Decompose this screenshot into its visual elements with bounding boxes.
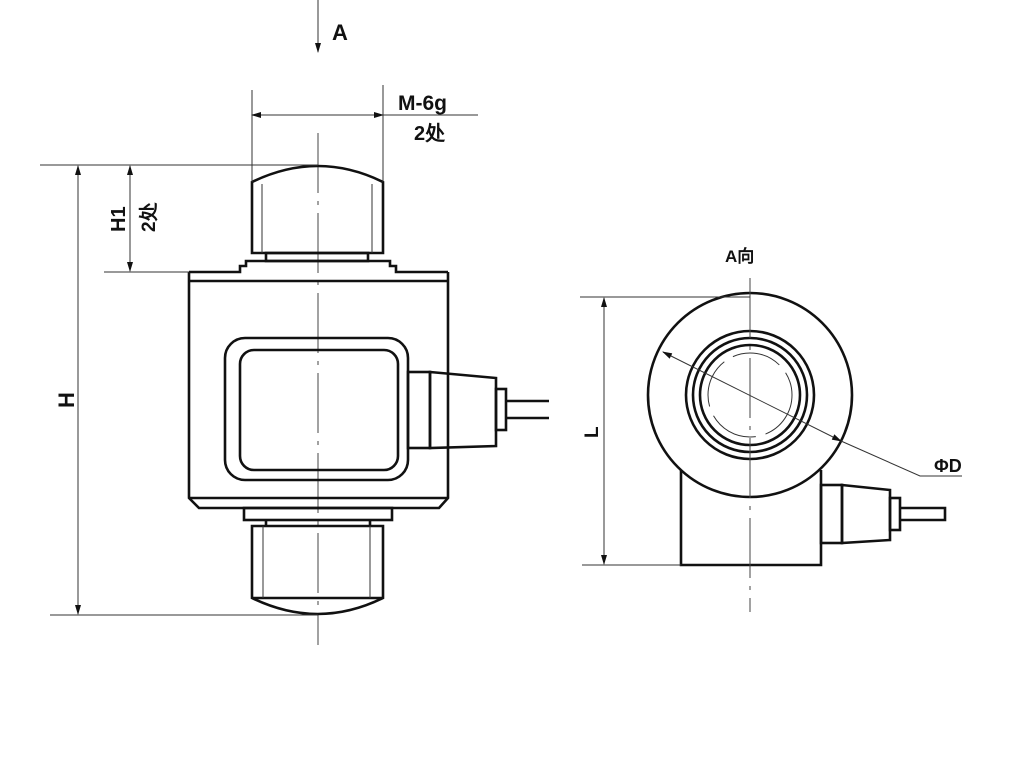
view-a-label: A (332, 20, 348, 45)
thread-label: M-6g (398, 92, 447, 115)
front-view (40, 0, 549, 645)
side-view-title: A向 (725, 246, 754, 266)
thread-count-label: 2处 (414, 121, 446, 145)
top-threaded-cap (189, 164, 448, 274)
cap-height-label: H1 (108, 206, 130, 232)
front-cable-connector (406, 370, 549, 450)
dimension-diameter (662, 351, 962, 477)
side-view (580, 278, 962, 612)
length-label: L (582, 426, 603, 438)
diameter-label: ΦD (934, 456, 962, 476)
dimension-l (580, 296, 750, 566)
height-label: H (54, 392, 79, 408)
cap-count-label: 2处 (137, 201, 160, 232)
dimension-h (40, 164, 318, 616)
dimension-m6g (251, 85, 478, 182)
side-cable-connector (819, 483, 947, 545)
bottom-threaded-cap (242, 506, 394, 616)
